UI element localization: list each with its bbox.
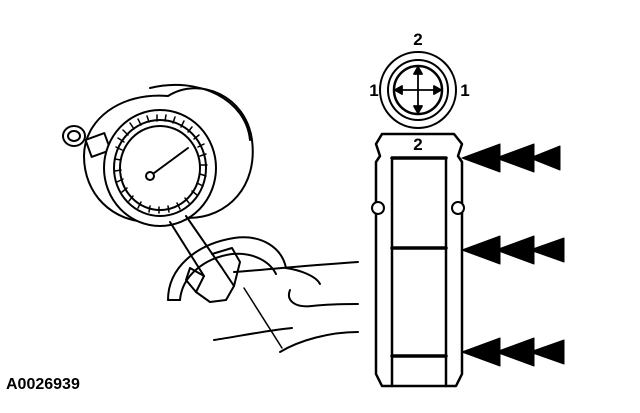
arrow-upper — [461, 143, 561, 173]
gauge-needle-hub — [145, 171, 155, 181]
plan-view: 2 1 1 — [369, 30, 470, 129]
lifter-side-view: 2 — [371, 132, 465, 388]
measure-arrows — [394, 66, 442, 114]
oil-hole-right — [451, 201, 465, 215]
lifter-body — [374, 132, 464, 388]
gauge-plunger-knob — [62, 125, 112, 158]
figure-id: A0026939 — [6, 376, 80, 393]
arrow-lower — [461, 337, 565, 367]
label-bottom-2: 2 — [413, 135, 422, 154]
label-left-1: 1 — [369, 81, 378, 100]
label-top-2: 2 — [413, 30, 422, 49]
gauge-shaft — [169, 215, 241, 303]
dial-bore-gauge — [62, 83, 254, 303]
pointer-arrows — [461, 143, 565, 367]
gauge-scale-ticks — [114, 114, 208, 214]
arrow-middle — [461, 235, 565, 265]
label-right-1: 1 — [460, 81, 469, 100]
gauge-needle — [149, 147, 189, 177]
cylinder-bore — [167, 236, 359, 353]
oil-hole-left — [371, 201, 385, 215]
gauge-face — [103, 109, 217, 227]
